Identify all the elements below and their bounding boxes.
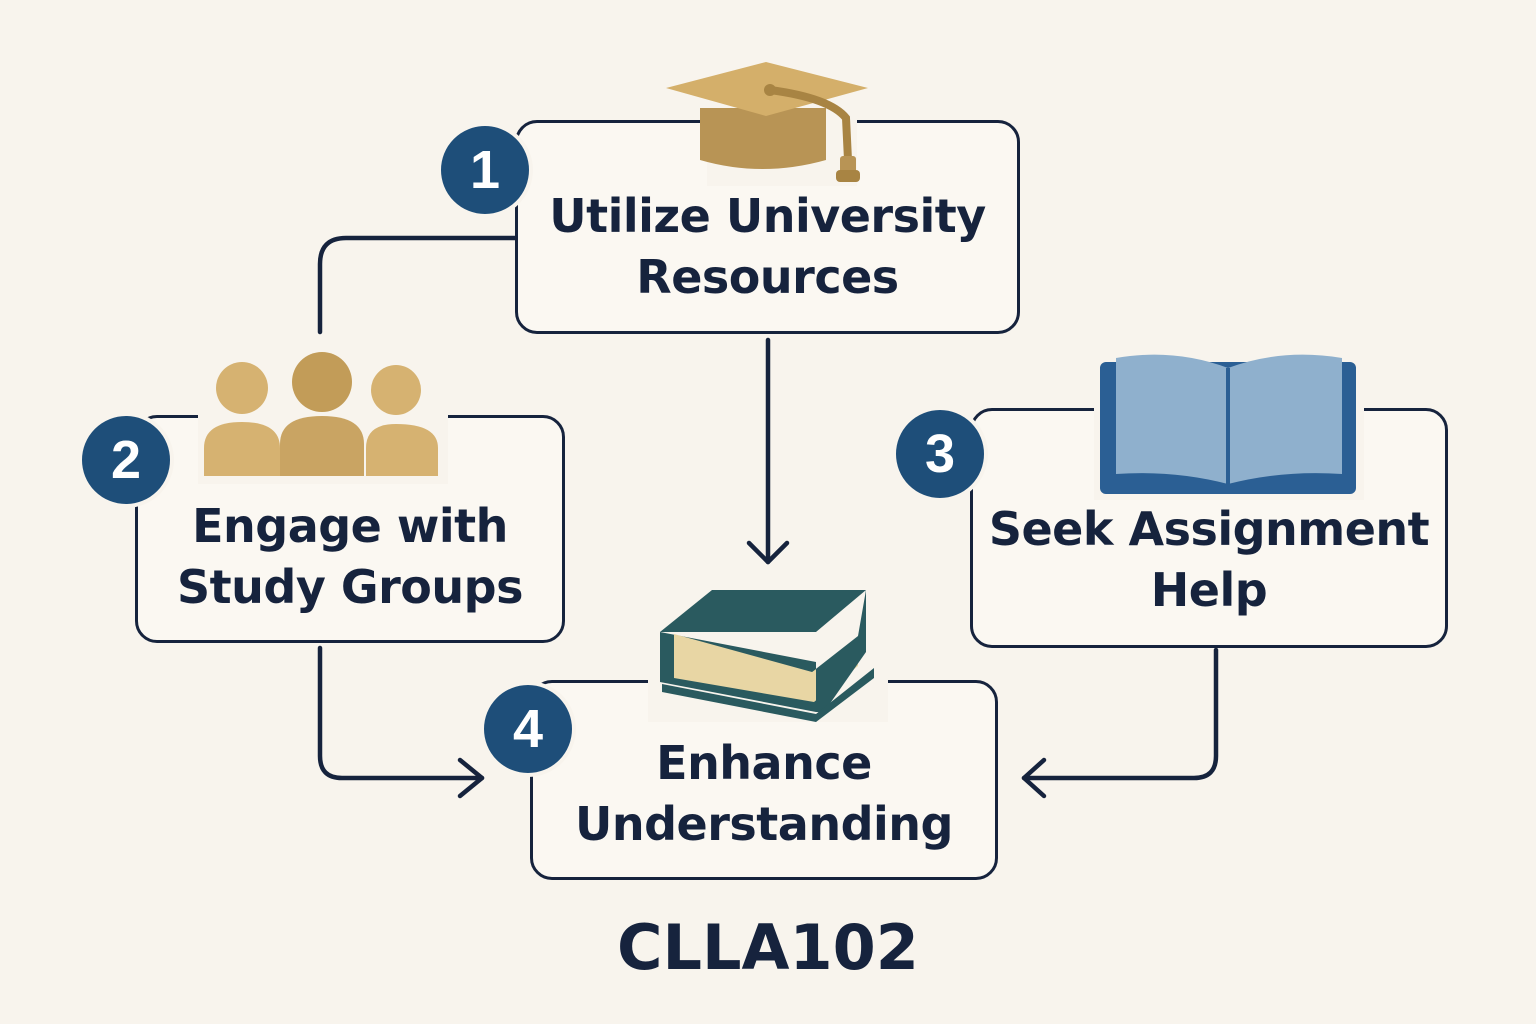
open-book-icon bbox=[1094, 354, 1364, 500]
course-code: CLLA102 bbox=[617, 911, 919, 984]
arrowhead-into-4-left bbox=[457, 757, 485, 799]
closed-book-icon bbox=[648, 590, 888, 722]
step-1-label: Utilize University Resources bbox=[549, 189, 986, 304]
arrowhead-into-4-top bbox=[746, 540, 790, 565]
people-group-icon bbox=[198, 352, 448, 484]
step-4-label: Enhance Understanding bbox=[575, 736, 953, 851]
step-4-badge: 4 bbox=[480, 681, 576, 777]
step-3-badge: 3 bbox=[892, 406, 988, 502]
step-1-badge: 1 bbox=[437, 122, 533, 218]
connector-1-to-2 bbox=[317, 235, 519, 335]
connector-2-to-4 bbox=[317, 645, 485, 781]
arrowhead-into-4-right bbox=[1021, 757, 1047, 799]
step-2-badge: 2 bbox=[78, 412, 174, 508]
graduation-cap-icon bbox=[666, 62, 868, 186]
step-3-label: Seek Assignment Help bbox=[988, 502, 1430, 617]
step-2-label: Engage with Study Groups bbox=[177, 499, 523, 614]
connector-3-to-4 bbox=[1021, 647, 1219, 781]
